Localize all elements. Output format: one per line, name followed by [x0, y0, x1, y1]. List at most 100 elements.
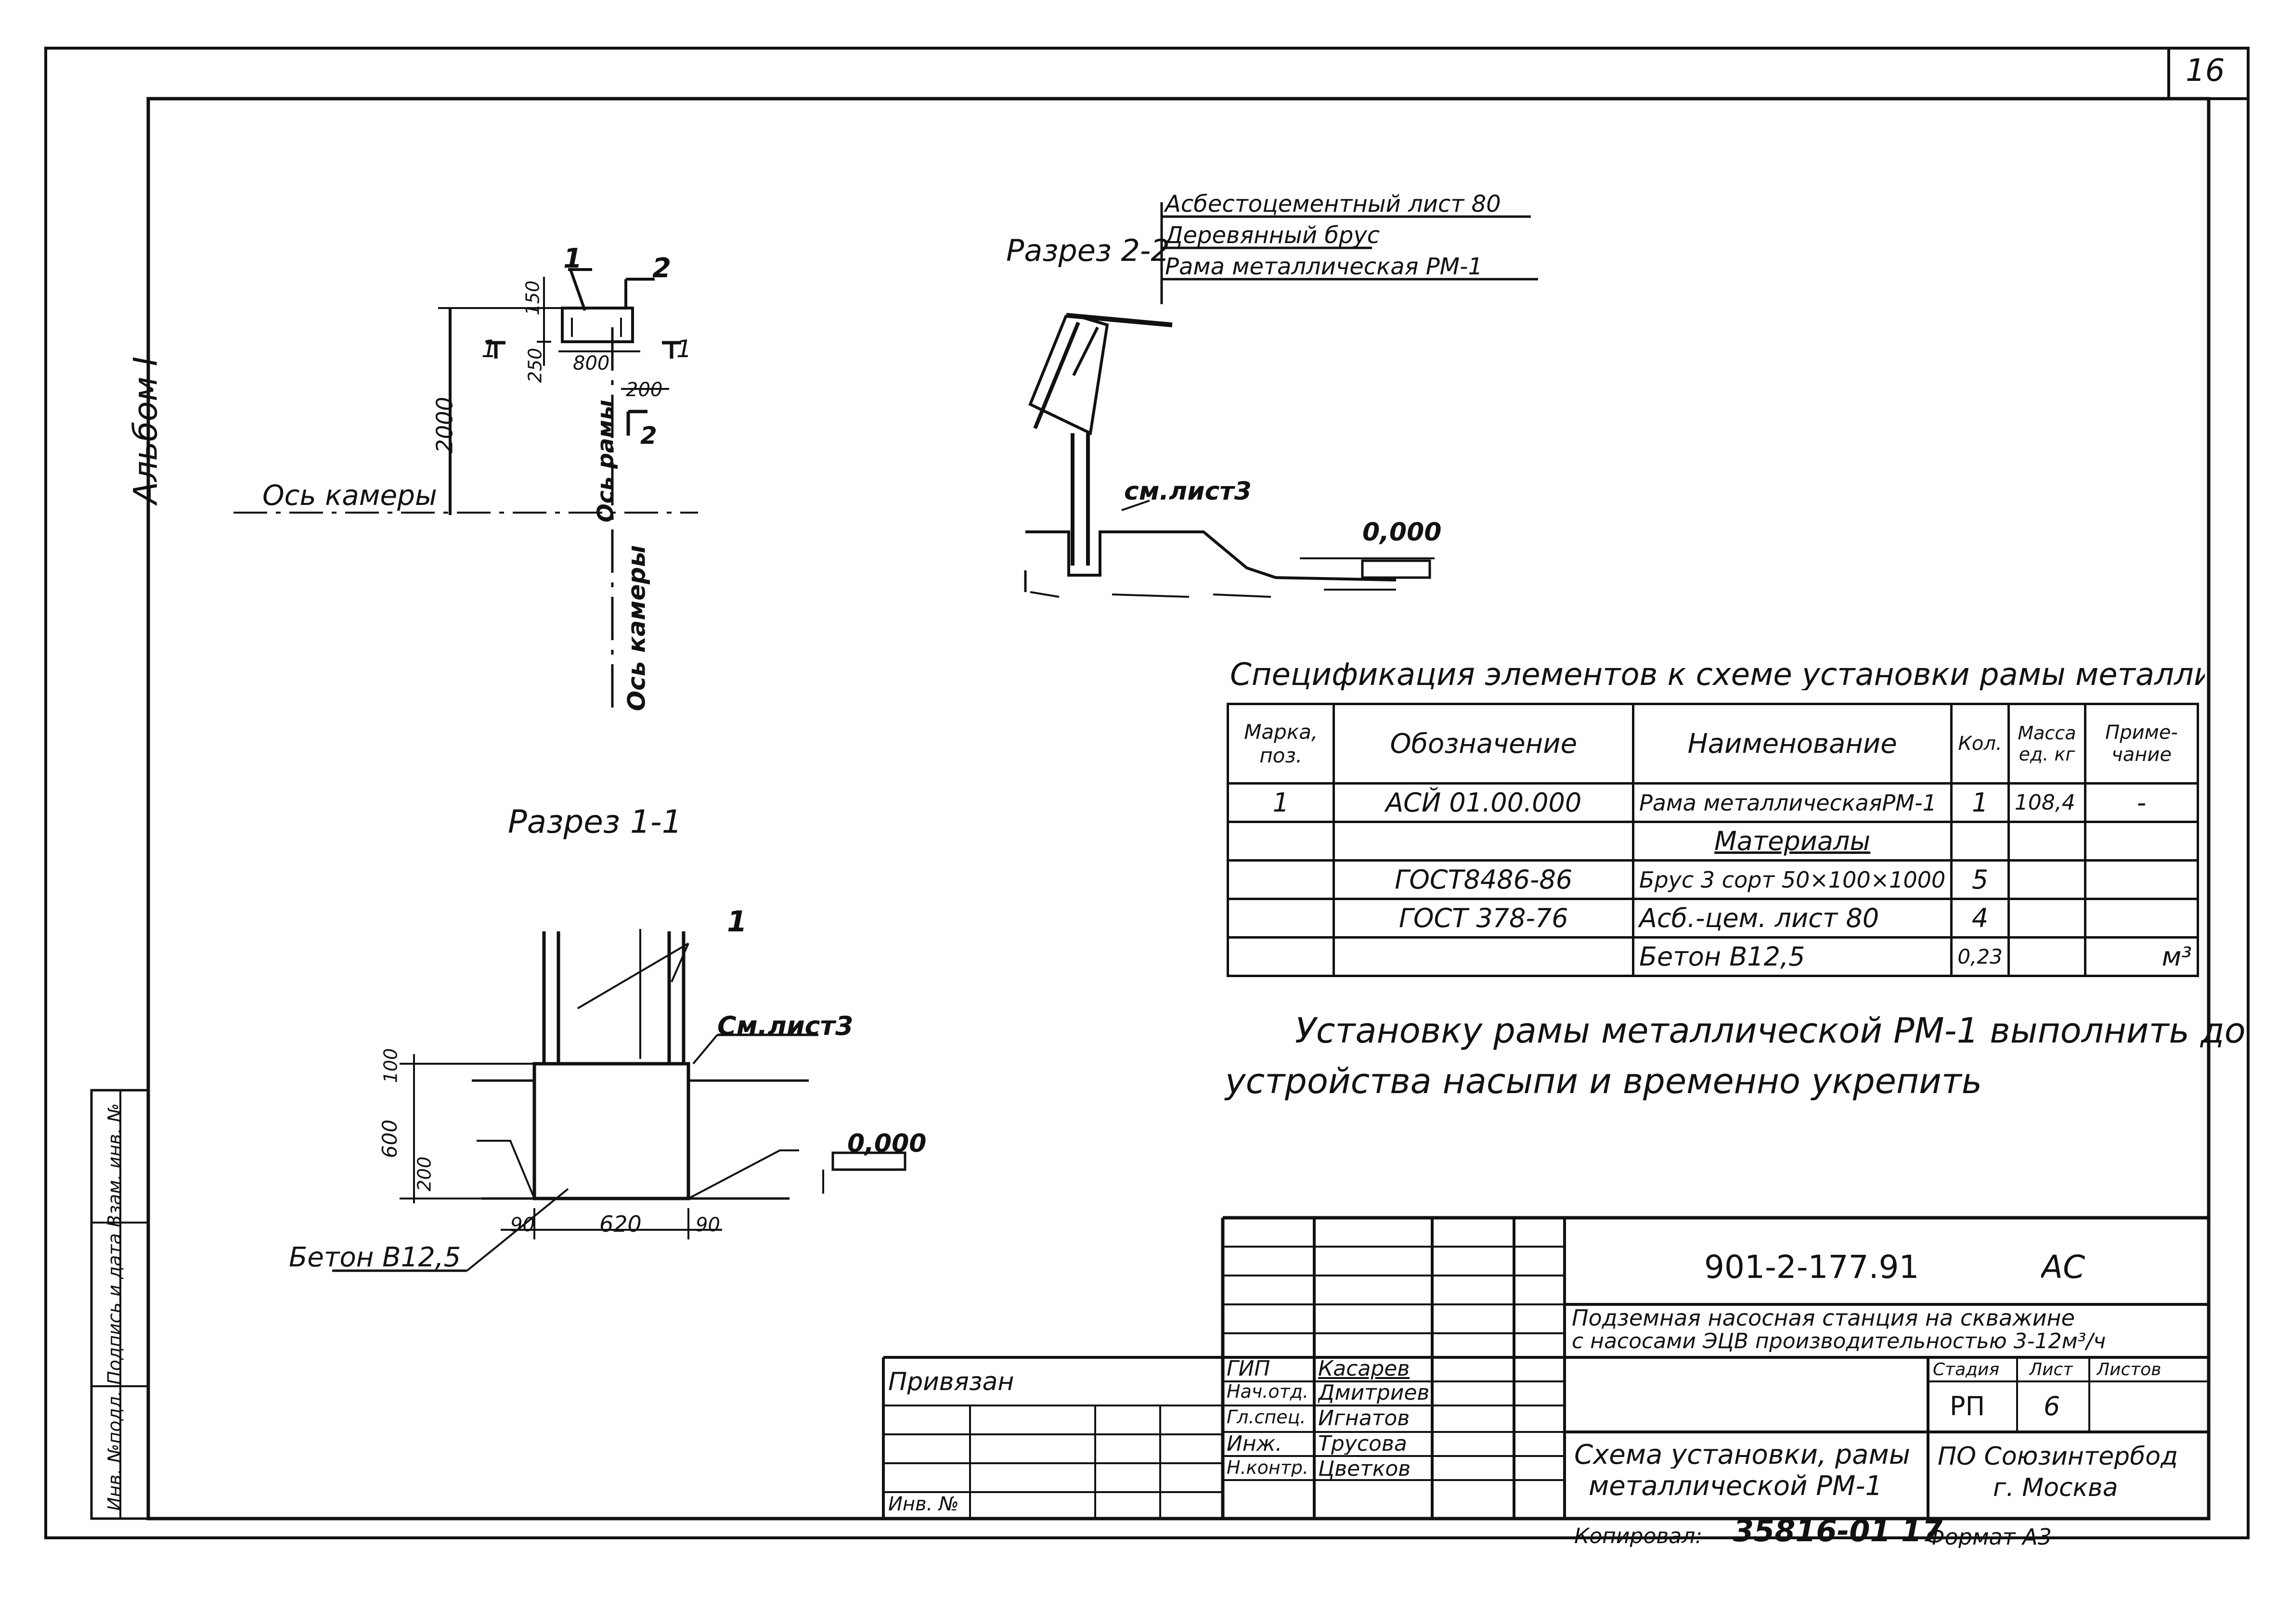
section-1-mark-left: 1 — [481, 335, 497, 363]
section-1-1-dim-100: 100 — [380, 1048, 401, 1083]
spec-cell — [2007, 898, 2087, 939]
section-2-2-layer-3: Рама металлическая РМ-1 — [1165, 253, 1483, 280]
level-box-1-1 — [831, 1151, 906, 1171]
spec-cell: 4 — [1950, 898, 2010, 939]
axis-chamber-vertical: Ось камеры — [622, 545, 651, 711]
project-title-line-2: с насосами ЭЦВ производительностью 3-12м… — [1572, 1331, 2106, 1352]
section-2-2-level: 0,000 — [1362, 518, 1442, 547]
drawing-mark: АС — [2041, 1251, 2085, 1283]
spec-cell: м³ — [2084, 936, 2199, 977]
drawing-title-line-1: Схема установки, рамы — [1574, 1442, 1910, 1469]
sheet-value: 6 — [2044, 1393, 2060, 1419]
spec-header-row: Марка, поз. Обозначение Наименование Кол… — [1226, 703, 2199, 785]
plan-view — [233, 268, 698, 708]
plan-dim-2000: 2000 — [431, 397, 458, 453]
bound-label: Привязан — [888, 1369, 1014, 1394]
spec-cell — [1333, 821, 1634, 862]
project-title-line-1: Подземная насосная станция на скважине — [1572, 1307, 2075, 1329]
spec-cell: 1 — [1950, 782, 2010, 823]
section-1-1-drawing — [332, 929, 906, 1272]
spec-cell: 0,23 — [1950, 936, 2010, 977]
page-number: 16 — [2186, 53, 2225, 89]
spec-cell: ГОСТ8486-86 — [1333, 859, 1634, 900]
note-line-1: Установку рамы металлической РМ-1 выполн… — [1295, 1010, 2246, 1051]
spec-cell: 5 — [1950, 859, 2010, 900]
spec-cell: ГОСТ 378-76 — [1333, 898, 1634, 939]
spec-header-qty: Кол. — [1950, 703, 2010, 785]
spec-cell: Бетон В12,5 — [1631, 936, 1953, 977]
spec-header-name: Наименование — [1631, 703, 1953, 785]
spec-row: ГОСТ 378-76 Асб.-цем. лист 80 4 — [1226, 898, 2199, 939]
section-2-2-layer-2: Деревянный брус — [1165, 222, 1380, 249]
plan-callout-1: 1 — [563, 243, 582, 274]
spec-row: Бетон В12,5 0,23 м³ — [1226, 936, 2199, 977]
plan-callout-2: 2 — [652, 253, 671, 284]
outer-border — [44, 47, 2250, 1539]
axis-chamber-horizontal: Ось камеры — [262, 479, 437, 512]
role-head-dept: Нач.отд. — [1227, 1382, 1309, 1401]
plan-dim-800: 800 — [573, 352, 610, 374]
spec-row: ГОСТ8486-86 Брус 3 сорт 50×100×1000 5 — [1226, 859, 2199, 900]
plan-dim-150: 150 — [522, 280, 544, 316]
drawing-code: 901-2-177.91 — [1704, 1251, 1919, 1283]
album-label: Альбом I — [127, 356, 165, 504]
spec-cell: 1 — [1226, 782, 1335, 823]
role-chief-spec: Гл.спец. — [1227, 1408, 1306, 1426]
spec-cell: Рама металлическаяРМ-1 — [1631, 782, 1953, 823]
role-norm-control: Н.контр. — [1227, 1458, 1309, 1477]
spec-cell — [2084, 859, 2199, 900]
section-1-1-dim-90-right: 90 — [696, 1214, 720, 1236]
spec-cell — [1226, 859, 1335, 900]
section-1-mark-right: 1 — [676, 335, 692, 363]
section-2-2-see-sheet: см.лист3 — [1124, 477, 1252, 506]
concrete-footing — [532, 1062, 690, 1200]
name-norm-control: Цветков — [1318, 1458, 1411, 1480]
document-number: 35816-01 17 — [1733, 1516, 1943, 1546]
spec-title: Спецификация элементов к схеме установки… — [1230, 659, 2205, 690]
spec-cell — [2007, 936, 2087, 977]
plan-frame-rect — [561, 307, 634, 343]
stage-header: Стадия — [1933, 1361, 2000, 1379]
section-1-1-callout: 1 — [727, 905, 747, 939]
copied-label: Копировал: — [1574, 1526, 1703, 1547]
spec-header-note: Приме- чание — [2084, 703, 2199, 785]
name-chief-spec: Игнатов — [1318, 1408, 1410, 1429]
note-line-2: устройства насыпи и временно укрепить — [1225, 1061, 1982, 1101]
spec-cell: АСЙ 01.00.000 — [1333, 782, 1634, 823]
section-2-2-layer-1: Асбестоцементный лист 80 — [1165, 191, 1501, 218]
stage-value: РП — [1950, 1393, 1985, 1419]
drawing-title-line-2: металлической РМ-1 — [1589, 1473, 1883, 1500]
spec-header-mass: Масса ед. кг — [2007, 703, 2087, 785]
spec-header-mark: Марка, поз. — [1226, 703, 1335, 785]
sheet-header: Лист — [2029, 1361, 2073, 1379]
organization-line-2: г. Москва — [1993, 1475, 2118, 1500]
role-engineer: Инж. — [1227, 1433, 1282, 1455]
spec-cell: 108,4 — [2007, 782, 2087, 823]
section-1-1-dim-90-left: 90 — [510, 1214, 535, 1236]
side-stamp-text: Инв. №подл. Подпись и дата Взам. инв. № — [104, 1103, 125, 1511]
spec-cell — [2007, 859, 2087, 900]
spec-cell: Материалы — [1631, 821, 1953, 862]
spec-cell: Брус 3 сорт 50×100×1000 — [1631, 859, 1953, 900]
section-2-2-title: Разрез 2-2 — [1006, 233, 1170, 268]
spec-cell: Асб.-цем. лист 80 — [1631, 898, 1953, 939]
spec-row: Материалы — [1226, 821, 2199, 862]
spec-cell — [1226, 821, 1335, 862]
concrete-label: Бетон В12,5 — [289, 1242, 461, 1273]
plan-dim-250: 250 — [524, 348, 546, 383]
spec-cell — [2084, 821, 2199, 862]
name-engineer: Трусова — [1318, 1433, 1407, 1455]
section-1-1-dim-200: 200 — [414, 1156, 435, 1192]
name-head-dept: Дмитриев — [1318, 1382, 1430, 1404]
spec-cell — [1226, 936, 1335, 977]
spec-cell — [1226, 898, 1335, 939]
axis-frame-label: Ось рамы — [592, 400, 619, 523]
spec-row: 1 АСЙ 01.00.000 Рама металлическаяРМ-1 1… — [1226, 782, 2199, 823]
level-box — [1361, 559, 1431, 579]
role-gip: ГИП — [1227, 1358, 1270, 1379]
title-block-lines — [882, 1216, 2209, 1519]
name-gip: Касарев — [1318, 1358, 1410, 1379]
spec-cell — [2084, 898, 2199, 939]
section-1-1-title: Разрез 1-1 — [508, 803, 682, 840]
